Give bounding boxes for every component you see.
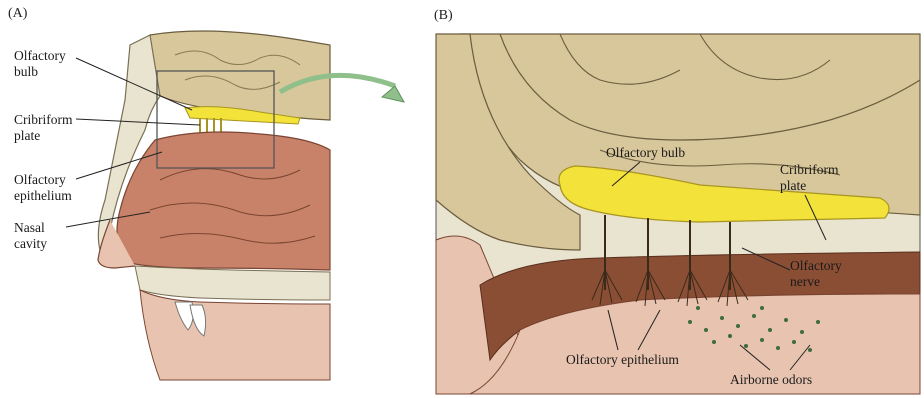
label-cribriform-plate-b: Cribriform plate [780, 162, 839, 194]
label-olfactory-bulb-b: Olfactory bulb [606, 145, 685, 161]
label-olfactory-nerve-b: Olfactory nerve [790, 258, 842, 290]
label-olfactory-epithelium-a: Olfactory epithelium [14, 172, 72, 204]
label-cribriform-plate-a: Cribriform plate [14, 112, 73, 144]
panel-b-letter: (B) [434, 8, 453, 24]
label-nasal-cavity-a: Nasal cavity [14, 220, 47, 252]
label-olfactory-epithelium-b: Olfactory epithelium [566, 352, 679, 368]
panel-b-closeup [436, 34, 920, 394]
label-airborne-odors-b: Airborne odors [730, 372, 812, 388]
label-olfactory-bulb-a: Olfactory bulb [14, 48, 66, 80]
